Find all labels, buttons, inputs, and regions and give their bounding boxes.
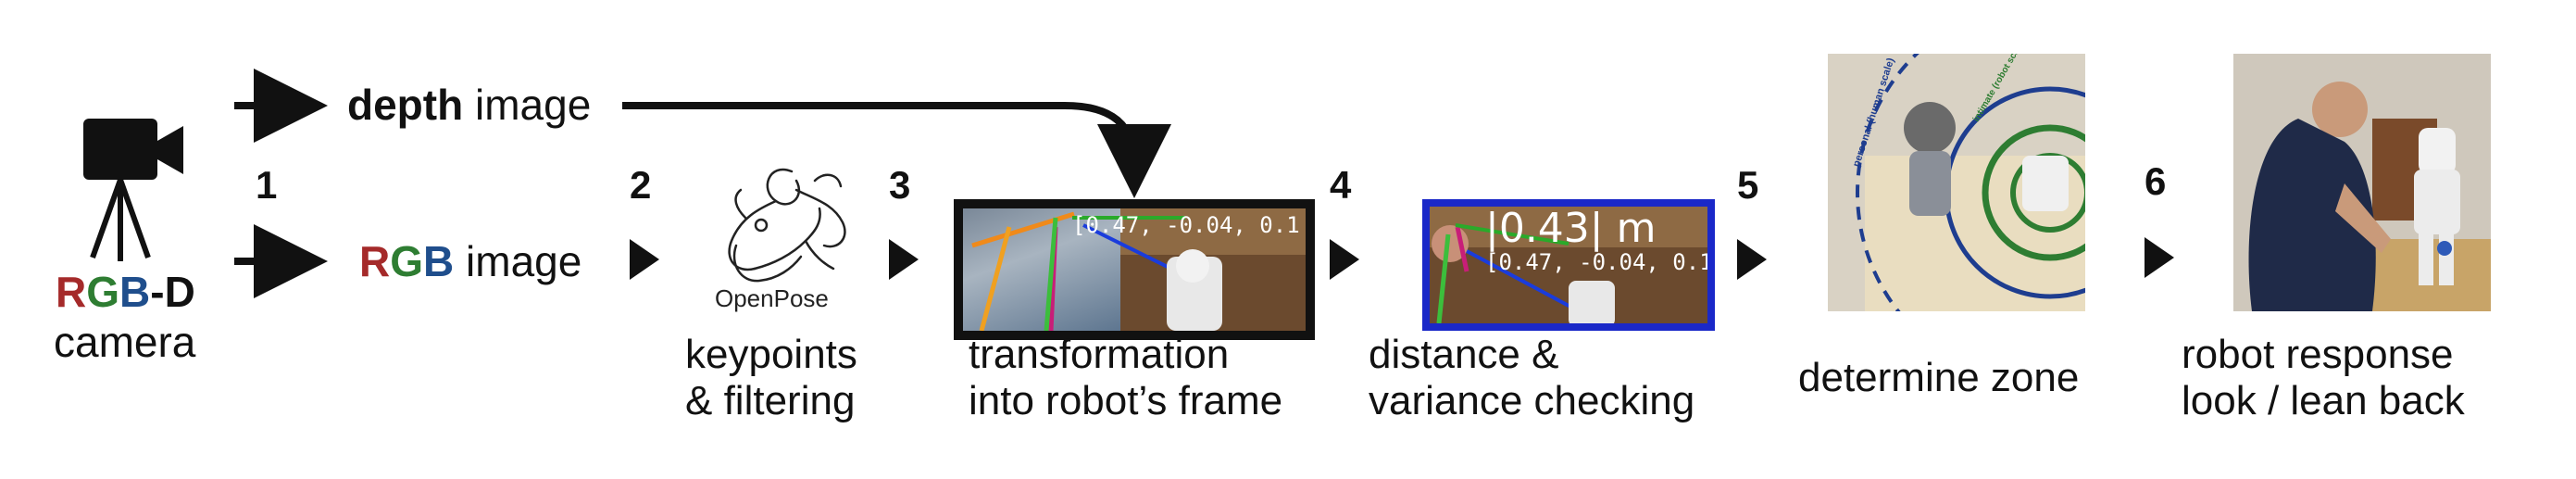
rgb-g: G xyxy=(390,237,424,285)
step-number-3: 3 xyxy=(889,163,911,207)
step-number-1: 1 xyxy=(256,163,278,207)
rgbd-b: B xyxy=(119,268,151,316)
openpose-figure-icon xyxy=(728,168,846,283)
distance-coordinates: [0.47, -0.04, 0.1 xyxy=(1485,249,1713,275)
camera-caption: camera xyxy=(54,318,196,366)
response-label-line2: look / lean back xyxy=(2182,378,2465,423)
zone-label: determine zone xyxy=(1798,355,2079,401)
keypoints-label-line1: keypoints xyxy=(685,332,857,377)
zone-image: personal (human scale) intimate (robot s… xyxy=(1828,54,2085,311)
rgb-r: R xyxy=(359,237,391,285)
triangle-arrow-6 xyxy=(2145,237,2174,278)
rgbd-g: G xyxy=(86,268,120,316)
rgbd-d: -D xyxy=(150,268,195,316)
zone-circles-overlay xyxy=(1856,54,2085,311)
zone-label-line1: determine zone xyxy=(1798,355,2080,400)
depth-image-label: depth image xyxy=(347,82,591,128)
rgb-b: B xyxy=(423,237,455,285)
response-label: robot response look / lean back xyxy=(2182,332,2465,424)
video-camera-on-tripod-icon xyxy=(83,119,183,261)
transformation-label-line2: into robot’s frame xyxy=(969,378,1283,423)
depth-rest: image xyxy=(463,81,592,129)
triangle-arrow-5 xyxy=(1737,239,1767,280)
depth-to-transformation-arrow xyxy=(622,102,1171,198)
transformation-label-line1: transformation xyxy=(969,332,1230,377)
step-number-2: 2 xyxy=(630,163,652,207)
distance-label: distance & variance checking xyxy=(1369,332,1694,424)
distance-label-line1: distance & xyxy=(1369,332,1559,377)
step-number-5: 5 xyxy=(1737,163,1759,207)
keypoints-label: keypoints & filtering xyxy=(685,332,857,424)
step-number-6: 6 xyxy=(2145,159,2167,203)
distance-skeleton-overlay xyxy=(1432,223,1615,323)
rgbd-r: R xyxy=(56,268,87,316)
triangle-arrow-3 xyxy=(889,239,919,280)
transformation-skeleton-overlay xyxy=(971,211,1222,331)
rgb-image-label: RGB image xyxy=(359,238,581,284)
openpose-logo: OpenPose xyxy=(704,153,861,320)
rgbd-label: RGB-D xyxy=(56,269,195,315)
response-scene-overlay xyxy=(2248,82,2460,311)
robot-response-image xyxy=(2233,54,2491,311)
transformation-label: transformation into robot’s frame xyxy=(969,332,1282,424)
response-label-line1: robot response xyxy=(2182,332,2454,377)
depth-bold: depth xyxy=(347,81,464,129)
openpose-logo-text: OpenPose xyxy=(715,284,829,312)
triangle-arrow-2 xyxy=(630,239,659,280)
rgb-rest: image xyxy=(454,237,582,285)
distance-value: |0.43| m xyxy=(1485,205,1657,252)
triangle-arrow-4 xyxy=(1330,239,1359,280)
camera-block: RGB-D camera xyxy=(37,102,213,380)
distance-label-line2: variance checking xyxy=(1369,378,1695,423)
distance-image: |0.43| m [0.47, -0.04, 0.1 xyxy=(1422,199,1715,331)
step-number-4: 4 xyxy=(1330,163,1352,207)
keypoints-label-line2: & filtering xyxy=(685,378,856,423)
transformation-coordinates: [0.47, -0.04, 0.1 xyxy=(1072,212,1300,238)
transformation-image: [0.47, -0.04, 0.1 xyxy=(954,199,1315,340)
